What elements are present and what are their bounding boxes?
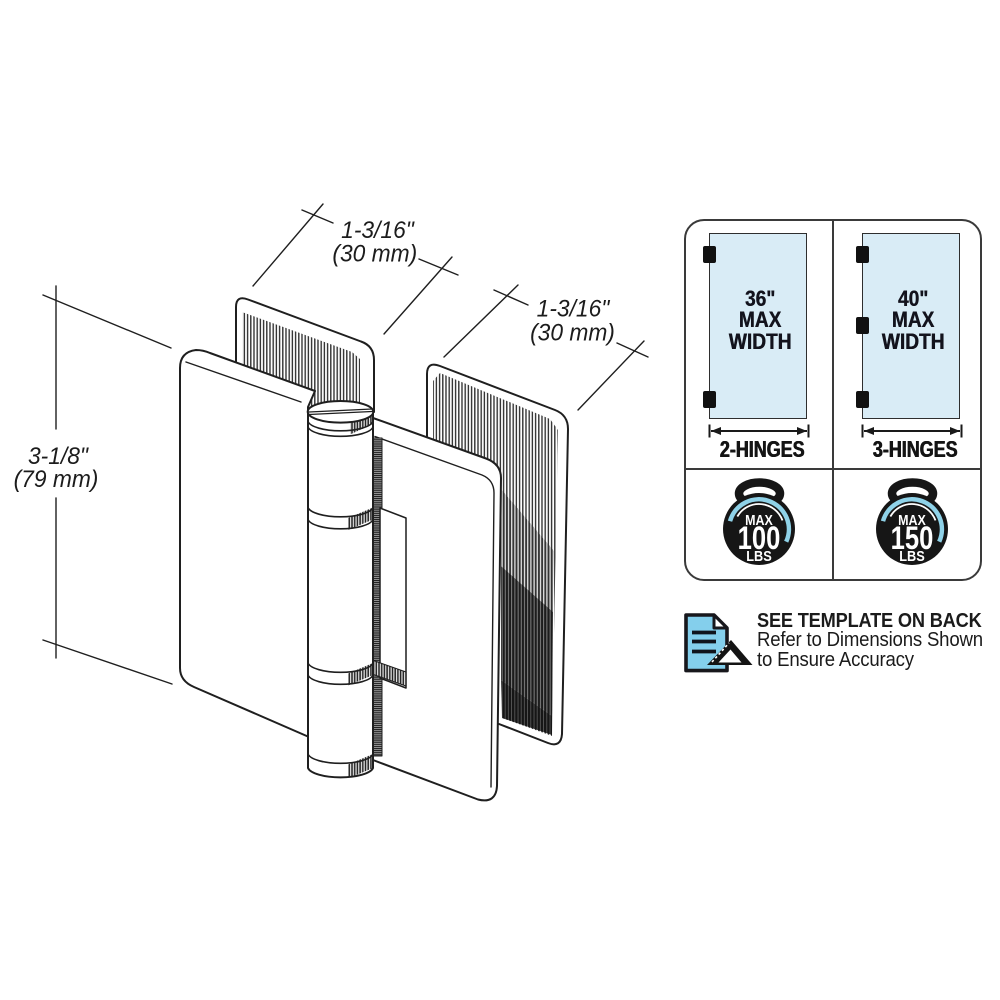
svg-text:MAX: MAX — [898, 512, 926, 528]
svg-text:(30 mm): (30 mm) — [530, 319, 615, 346]
svg-text:(79 mm): (79 mm) — [14, 465, 99, 492]
svg-text:1-3/16": 1-3/16" — [341, 216, 415, 243]
svg-text:100: 100 — [738, 521, 781, 556]
svg-text:3-1/8": 3-1/8" — [28, 442, 90, 469]
svg-text:MAX: MAX — [745, 512, 773, 528]
svg-text:(30 mm): (30 mm) — [332, 240, 417, 267]
svg-text:1-3/16": 1-3/16" — [537, 295, 611, 322]
svg-text:150: 150 — [891, 521, 934, 556]
svg-text:LBS: LBS — [746, 547, 771, 564]
svg-text:LBS: LBS — [899, 547, 924, 564]
